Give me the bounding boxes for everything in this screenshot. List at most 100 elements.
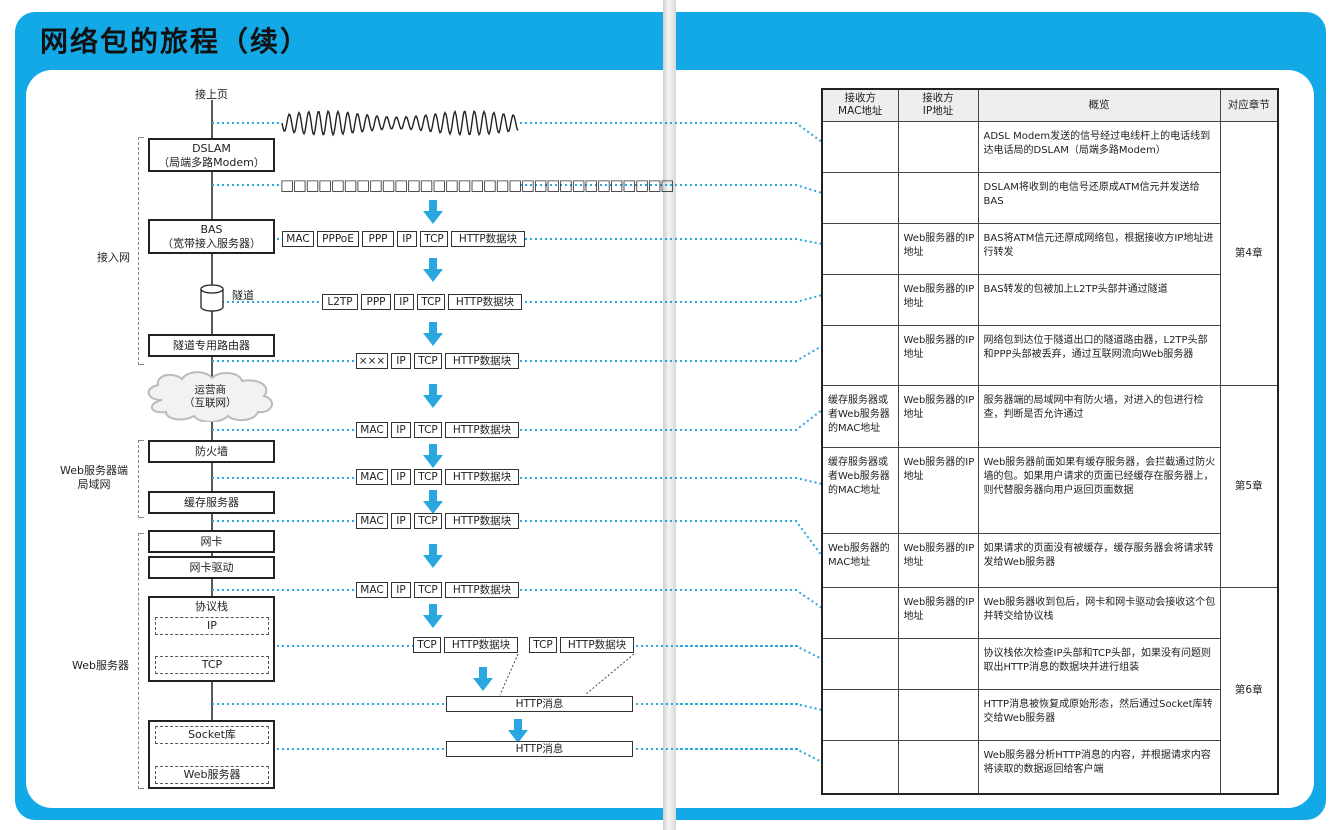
table-row: Web服务器的IP地址网络包到达位于隧道出口的隧道路由器，L2TP头部和PPP头… bbox=[821, 324, 1278, 386]
packet-p-bas-field: IP bbox=[397, 231, 417, 247]
cell-overview: ADSL Modem发送的信号经过电线杆上的电话线到达电话局的DSLAM（局端多… bbox=[977, 120, 1221, 173]
bas-box: BAS （宽带接入服务器） bbox=[148, 219, 275, 254]
packet-p-bas-field: PPPoE bbox=[317, 231, 359, 247]
cell-mac bbox=[821, 273, 899, 326]
header-overview: 概览 bbox=[977, 88, 1221, 122]
packet-p-fw-field: HTTP数据块 bbox=[445, 469, 519, 485]
flow-arrow bbox=[423, 444, 443, 468]
flow-arrow bbox=[473, 667, 493, 691]
packet-p-tunnel-field: L2TP bbox=[322, 294, 358, 310]
cell-overview: 如果请求的页面没有被缓存，缓存服务器会将请求转发给Web服务器 bbox=[977, 532, 1221, 588]
flow-arrow bbox=[423, 604, 443, 628]
flow-arrow bbox=[508, 719, 528, 743]
packet-p-cache-field: IP bbox=[391, 513, 411, 529]
atm-cells: □□□□□□□□□□□□□□□□□□□□□□□□□□□□□□□ bbox=[280, 176, 674, 194]
book-spine bbox=[663, 0, 676, 830]
cache-server-box: 缓存服务器 bbox=[148, 491, 275, 514]
header-ip: 接收方 IP地址 bbox=[897, 88, 979, 122]
socket-library-box: Socket库 bbox=[155, 726, 269, 744]
group-lan: Web服务器端 局域网 bbox=[60, 464, 128, 491]
packet-p-tunnel-field: TCP bbox=[417, 294, 445, 310]
packet-p-ip_a-field: TCP bbox=[413, 637, 441, 653]
firewall-box: 防火墙 bbox=[148, 440, 275, 463]
cell-mac bbox=[821, 739, 899, 795]
packet-p-driver-field: TCP bbox=[414, 582, 442, 598]
packet-p-carrier-field: HTTP数据块 bbox=[445, 422, 519, 438]
cell-mac: 缓存服务器或者Web服务器的MAC地址 bbox=[821, 446, 899, 534]
flow-arrow bbox=[423, 200, 443, 224]
dslam-box: DSLAM （局端多路Modem） bbox=[148, 138, 275, 172]
access-bracket bbox=[138, 137, 144, 365]
table-row: Web服务器分析HTTP消息的内容，并根据请求内容将读取的数据返回给客户端 bbox=[821, 739, 1278, 795]
packet-p-bas-field: HTTP数据块 bbox=[451, 231, 525, 247]
nic-box: 网卡 bbox=[148, 530, 275, 553]
packet-p-fw-field: IP bbox=[391, 469, 411, 485]
packet-p-tunnel-field: HTTP数据块 bbox=[448, 294, 522, 310]
cell-overview: Web服务器前面如果有缓存服务器，会拦截通过防火墙的包。如果用户请求的页面已经缓… bbox=[977, 446, 1221, 534]
packet-p-tunnel-field: IP bbox=[394, 294, 414, 310]
server-bracket bbox=[138, 533, 144, 789]
flow-arrow bbox=[423, 384, 443, 408]
tunnel-cylinder-icon bbox=[200, 284, 224, 312]
cell-ip bbox=[897, 637, 979, 690]
web-server-app-box: Web服务器 bbox=[155, 766, 269, 784]
nic-driver-box: 网卡驱动 bbox=[148, 556, 275, 579]
cell-chapter: 第5章 bbox=[1219, 384, 1279, 588]
cell-overview: BAS转发的包被加上L2TP头部并通过隧道 bbox=[977, 273, 1221, 326]
packet-p-tunnel-field: PPP bbox=[361, 294, 391, 310]
cell-mac bbox=[821, 171, 899, 224]
cell-ip: Web服务器的IP地址 bbox=[897, 222, 979, 275]
cell-overview: Web服务器分析HTTP消息的内容，并根据请求内容将读取的数据返回给客户端 bbox=[977, 739, 1221, 795]
cell-mac: 缓存服务器或者Web服务器的MAC地址 bbox=[821, 384, 899, 448]
cell-ip: Web服务器的IP地址 bbox=[897, 273, 979, 326]
cell-ip bbox=[897, 120, 979, 173]
tunnel-label: 隧道 bbox=[232, 289, 254, 302]
cell-overview: HTTP消息被恢复成原始形态，然后通过Socket库转交给Web服务器 bbox=[977, 688, 1221, 741]
http-message-2: HTTP消息 bbox=[446, 741, 633, 757]
group-server: Web服务器 bbox=[72, 659, 129, 672]
packet-p-carrier-field: IP bbox=[391, 422, 411, 438]
cell-overview: BAS将ATM信元还原成网络包，根据接收方IP地址进行转发 bbox=[977, 222, 1221, 275]
packet-p-carrier-field: TCP bbox=[414, 422, 442, 438]
cell-ip: Web服务器的IP地址 bbox=[897, 384, 979, 448]
packet-p-cache-field: TCP bbox=[414, 513, 442, 529]
flow-arrow bbox=[423, 322, 443, 346]
overview-table: 接收方 MAC地址 接收方 IP地址 概览 对应章节 ADSL Modem发送的… bbox=[821, 88, 1279, 795]
cell-overview: Web服务器收到包后，网卡和网卡驱动会接收这个包并转交给协议栈 bbox=[977, 586, 1221, 639]
http-message-1: HTTP消息 bbox=[446, 696, 633, 712]
continued-label: 接上页 bbox=[195, 88, 228, 101]
packet-p-router-field: TCP bbox=[414, 353, 442, 369]
stack-tcp-box: TCP bbox=[155, 656, 269, 674]
table-row: DSLAM将收到的电信号还原成ATM信元并发送给BAS bbox=[821, 171, 1278, 224]
page-title: 网络包的旅程（续） bbox=[40, 25, 311, 58]
table-row: 协议栈依次检查IP头部和TCP头部，如果没有问题则取出HTTP消息的数据块并进行… bbox=[821, 637, 1278, 690]
flow-arrow bbox=[423, 490, 443, 514]
cell-ip: Web服务器的IP地址 bbox=[897, 586, 979, 639]
cell-mac bbox=[821, 637, 899, 690]
flow-arrow bbox=[423, 258, 443, 282]
header-chapter: 对应章节 bbox=[1219, 88, 1279, 122]
stack-ip-box: IP bbox=[155, 617, 269, 635]
packet-p-fw-field: TCP bbox=[414, 469, 442, 485]
table-row: ADSL Modem发送的信号经过电线杆上的电话线到达电话局的DSLAM（局端多… bbox=[821, 120, 1279, 386]
cell-ip: Web服务器的IP地址 bbox=[897, 532, 979, 588]
dotted-connectors bbox=[212, 122, 823, 763]
packet-p-carrier-field: MAC bbox=[356, 422, 388, 438]
cell-mac bbox=[821, 324, 899, 386]
packet-p-router-field: ××× bbox=[356, 353, 388, 369]
cell-mac: Web服务器的MAC地址 bbox=[821, 532, 899, 588]
cell-mac bbox=[821, 586, 899, 639]
packet-p-cache-field: MAC bbox=[356, 513, 388, 529]
cell-overview: 网络包到达位于隧道出口的隧道路由器，L2TP头部和PPP头部被丢弃，通过互联网流… bbox=[977, 324, 1221, 386]
cell-mac bbox=[821, 688, 899, 741]
cell-ip bbox=[897, 739, 979, 795]
cell-overview: 服务器端的局域网中有防火墙，对进入的包进行检查，判断是否允许通过 bbox=[977, 384, 1221, 448]
header-mac: 接收方 MAC地址 bbox=[821, 88, 899, 122]
packet-p-fw-field: MAC bbox=[356, 469, 388, 485]
